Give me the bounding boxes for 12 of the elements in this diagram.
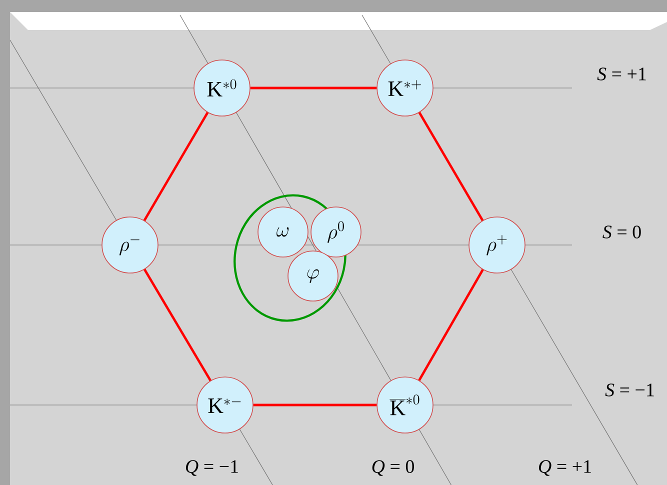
octet-line [253, 404, 377, 406]
quantum-number-label: S = +1 [597, 68, 646, 80]
octet-line [143, 268, 212, 382]
quantum-number-label: S = −1 [605, 384, 654, 396]
octet-line [418, 269, 484, 381]
quantum-number-label: Q = −1 [186, 460, 238, 476]
quantum-number-label: Q = 0 [372, 460, 414, 476]
quantum-number-label: S = 0 [602, 226, 641, 238]
octet-line [143, 112, 209, 222]
quantum-number-label: Q = +1 [538, 460, 591, 476]
octet-line [418, 112, 484, 222]
octet-line [250, 86, 377, 90]
